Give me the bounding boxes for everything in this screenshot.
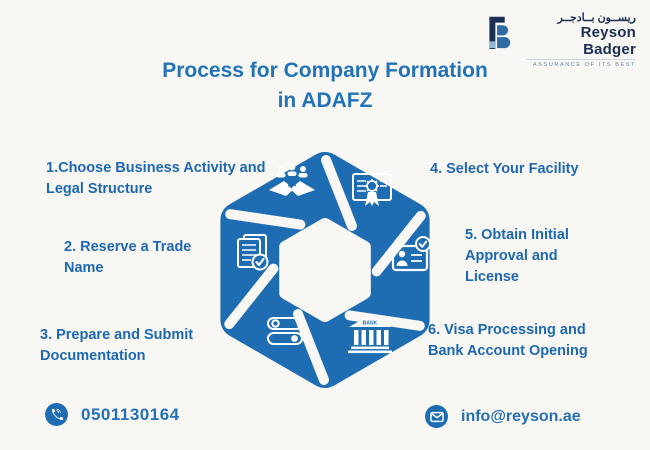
bank-label: BANK [363, 321, 378, 327]
step-5-label: 5. Obtain Initial Approval and License [465, 227, 569, 285]
logo-mark-icon [489, 16, 511, 49]
certificate-icon [352, 173, 392, 206]
envelope-icon [425, 405, 448, 428]
page-title: Process for Company Formation in ADAFZ [0, 56, 650, 116]
partnership-icon [269, 163, 315, 196]
logo-arabic-text: ريســون بــادجــر [557, 12, 636, 24]
logo-tagline: ASSURANCE OF ITS BEST [526, 59, 636, 68]
step-3-label: 3. Prepare and Submit Documentation [40, 327, 194, 364]
step-2-label: 2. Reserve a Trade Name [64, 239, 192, 276]
toggles-icon [267, 317, 303, 345]
phone-contact[interactable]: 0501130164 [45, 403, 180, 426]
id-card-check-icon [391, 236, 431, 272]
documents-check-icon [237, 234, 269, 271]
email-address: info@reyson.ae [461, 407, 581, 425]
email-contact[interactable]: info@reyson.ae [425, 405, 581, 428]
step-1-label: 1.Choose Business Activity and Legal Str… [46, 160, 266, 197]
step-4-label: 4. Select Your Facility [430, 161, 579, 177]
process-diagram: BANK [220, 152, 431, 388]
page-title-line1: Process for Company Formation [162, 59, 488, 82]
logo: ريســون بــادجــر Reyson Badger ASSURANC… [486, 12, 636, 68]
bank-icon: BANK [348, 315, 392, 354]
logo-name: Reyson Badger [580, 24, 636, 58]
page-title-line2: in ADAFZ [277, 89, 373, 112]
step-6-label: 6. Visa Processing and Bank Account Open… [428, 322, 588, 359]
phone-number: 0501130164 [81, 404, 180, 424]
phone-icon [45, 403, 68, 426]
